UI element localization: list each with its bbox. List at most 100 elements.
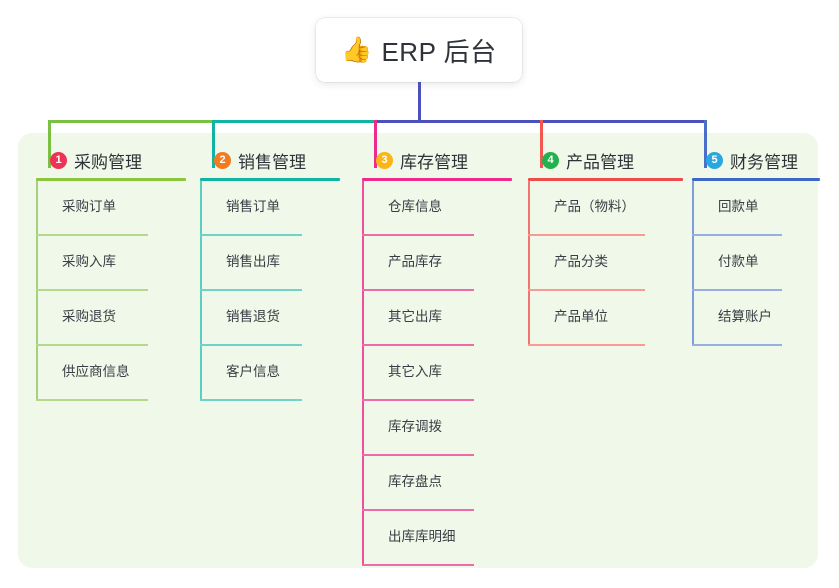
item-underline	[362, 399, 474, 401]
item-underline	[528, 344, 645, 346]
branch-item[interactable]: 产品库存	[362, 236, 512, 291]
item-label: 库存调拨	[388, 418, 442, 434]
item-rail	[528, 236, 530, 291]
item-label: 产品分类	[554, 253, 608, 269]
item-label: 销售订单	[226, 198, 280, 214]
mindmap-panel	[18, 133, 818, 568]
item-rail	[528, 181, 530, 236]
branch-item[interactable]: 销售退货	[200, 291, 340, 346]
branch-item[interactable]: 其它出库	[362, 291, 512, 346]
branch-column-5[interactable]: 5 财务管理回款单付款单结算账户	[692, 148, 820, 346]
branch-item[interactable]: 产品单位	[528, 291, 683, 346]
item-rail	[200, 181, 202, 236]
branch-header-5[interactable]: 5 财务管理	[692, 148, 820, 172]
item-label: 供应商信息	[62, 363, 130, 379]
branch-item[interactable]: 采购退货	[36, 291, 186, 346]
branch-item[interactable]: 结算账户	[692, 291, 820, 346]
bus-segment-3	[374, 120, 543, 123]
item-rail	[36, 291, 38, 346]
item-label: 采购订单	[62, 198, 116, 214]
branch-item[interactable]: 产品（物料）	[528, 181, 683, 236]
branch-item[interactable]: 供应商信息	[36, 346, 186, 401]
branch-number-badge: 5	[706, 151, 723, 169]
branch-item[interactable]: 采购订单	[36, 181, 186, 236]
item-rail	[200, 236, 202, 291]
item-rail	[692, 181, 694, 236]
item-rail	[362, 181, 364, 236]
branch-title: 财务管理	[730, 152, 798, 172]
item-label: 库存盘点	[388, 473, 442, 489]
item-rail	[362, 236, 364, 291]
item-label: 出库库明细	[388, 528, 456, 544]
item-underline	[362, 454, 474, 456]
branch-item[interactable]: 采购入库	[36, 236, 186, 291]
branch-header-4[interactable]: 4 产品管理	[528, 148, 683, 172]
item-rail	[362, 291, 364, 346]
branch-item-list: 采购订单采购入库采购退货供应商信息	[36, 181, 186, 401]
branch-column-2[interactable]: 2 销售管理销售订单销售出库销售退货客户信息	[200, 148, 340, 401]
item-underline	[528, 234, 645, 236]
item-underline	[200, 399, 302, 401]
branch-underline	[36, 178, 186, 181]
branch-underline	[528, 178, 683, 181]
item-label: 仓库信息	[388, 198, 442, 214]
branch-item[interactable]: 回款单	[692, 181, 820, 236]
item-underline	[692, 234, 782, 236]
item-underline	[528, 289, 645, 291]
branch-item-list: 仓库信息产品库存其它出库其它入库库存调拨库存盘点出库库明细	[362, 181, 512, 566]
branch-header-2[interactable]: 2 销售管理	[200, 148, 340, 172]
branch-item[interactable]: 付款单	[692, 236, 820, 291]
item-label: 产品单位	[554, 308, 608, 324]
item-rail	[692, 291, 694, 346]
branch-item[interactable]: 仓库信息	[362, 181, 512, 236]
branch-item[interactable]: 库存调拨	[362, 401, 512, 456]
item-label: 其它出库	[388, 308, 442, 324]
branch-item[interactable]: 销售订单	[200, 181, 340, 236]
branch-title: 销售管理	[238, 152, 306, 172]
item-label: 付款单	[718, 253, 759, 269]
root-node-card[interactable]: 👍 ERP 后台	[316, 18, 522, 82]
branch-item[interactable]: 销售出库	[200, 236, 340, 291]
item-rail	[200, 346, 202, 401]
branch-item[interactable]: 出库库明细	[362, 511, 512, 566]
item-rail	[36, 346, 38, 401]
branch-item[interactable]: 其它入库	[362, 346, 512, 401]
item-underline	[36, 344, 148, 346]
item-rail	[200, 291, 202, 346]
item-rail	[36, 181, 38, 236]
item-rail	[362, 401, 364, 456]
bus-segment-2	[212, 120, 377, 123]
branch-number-badge: 3	[376, 151, 393, 169]
branch-number-badge: 2	[214, 151, 231, 169]
branch-item[interactable]: 库存盘点	[362, 456, 512, 511]
branch-drop-1	[48, 120, 51, 168]
branch-drop-3	[374, 120, 377, 168]
item-label: 产品（物料）	[554, 198, 635, 214]
branch-title: 产品管理	[566, 152, 634, 172]
item-rail	[36, 236, 38, 291]
branch-item[interactable]: 客户信息	[200, 346, 340, 401]
item-underline	[362, 234, 474, 236]
item-rail	[362, 511, 364, 566]
branch-underline	[692, 178, 820, 181]
item-underline	[200, 289, 302, 291]
branch-item[interactable]: 产品分类	[528, 236, 683, 291]
item-underline	[692, 344, 782, 346]
branch-item-list: 产品（物料） 产品分类产品单位	[528, 181, 683, 346]
bus-segment-1	[48, 120, 215, 123]
item-label: 销售出库	[226, 253, 280, 269]
item-underline	[200, 234, 302, 236]
branch-item-list: 销售订单销售出库销售退货客户信息	[200, 181, 340, 401]
item-underline	[692, 289, 782, 291]
branch-column-4[interactable]: 4 产品管理产品（物料） 产品分类产品单位	[528, 148, 683, 346]
branch-number-badge: 1	[50, 151, 67, 169]
item-underline	[362, 509, 474, 511]
root-node-title: ERP 后台	[381, 36, 497, 67]
branch-number-badge: 4	[542, 151, 559, 169]
item-label: 销售退货	[226, 308, 280, 324]
